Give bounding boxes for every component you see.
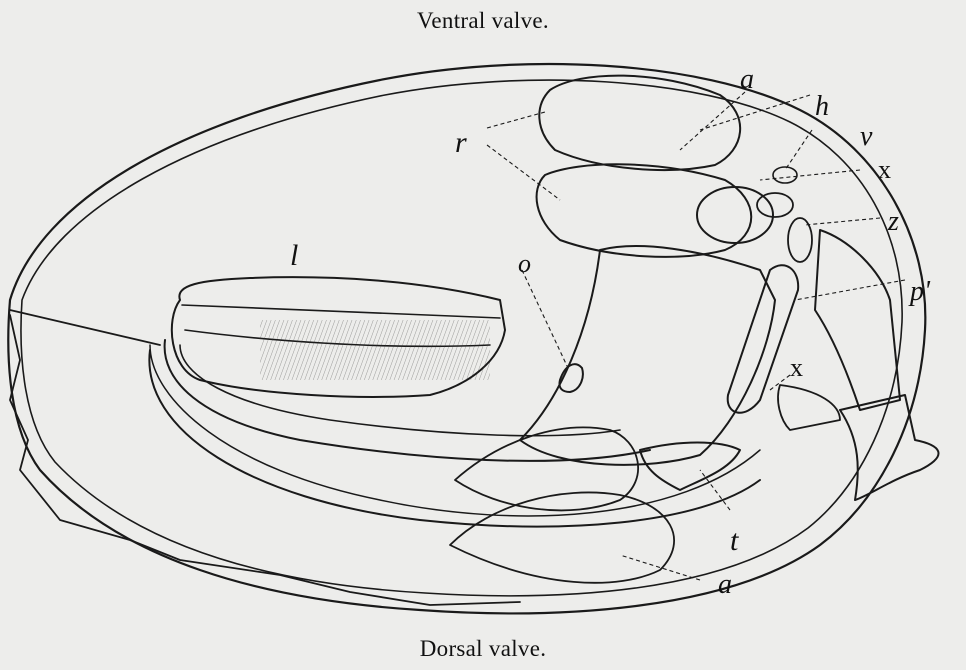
leader-lines	[487, 92, 905, 580]
label-t: t	[730, 524, 739, 557]
label-o: o	[518, 249, 531, 278]
label-p-prime: p'	[908, 276, 931, 307]
label-x-top: x	[878, 155, 891, 184]
label-a-bottom: a	[718, 569, 732, 600]
lower-muscle-group	[450, 427, 740, 582]
brachial-loop	[165, 277, 650, 461]
label-r: r	[455, 126, 467, 159]
label-v: v	[860, 121, 873, 152]
label-h: h	[815, 91, 829, 122]
label-a-top: a	[740, 64, 754, 95]
label-l: l	[290, 239, 298, 272]
label-z: z	[887, 206, 899, 237]
label-x-bottom: x	[790, 353, 803, 382]
pedicle-muscles	[520, 167, 812, 465]
